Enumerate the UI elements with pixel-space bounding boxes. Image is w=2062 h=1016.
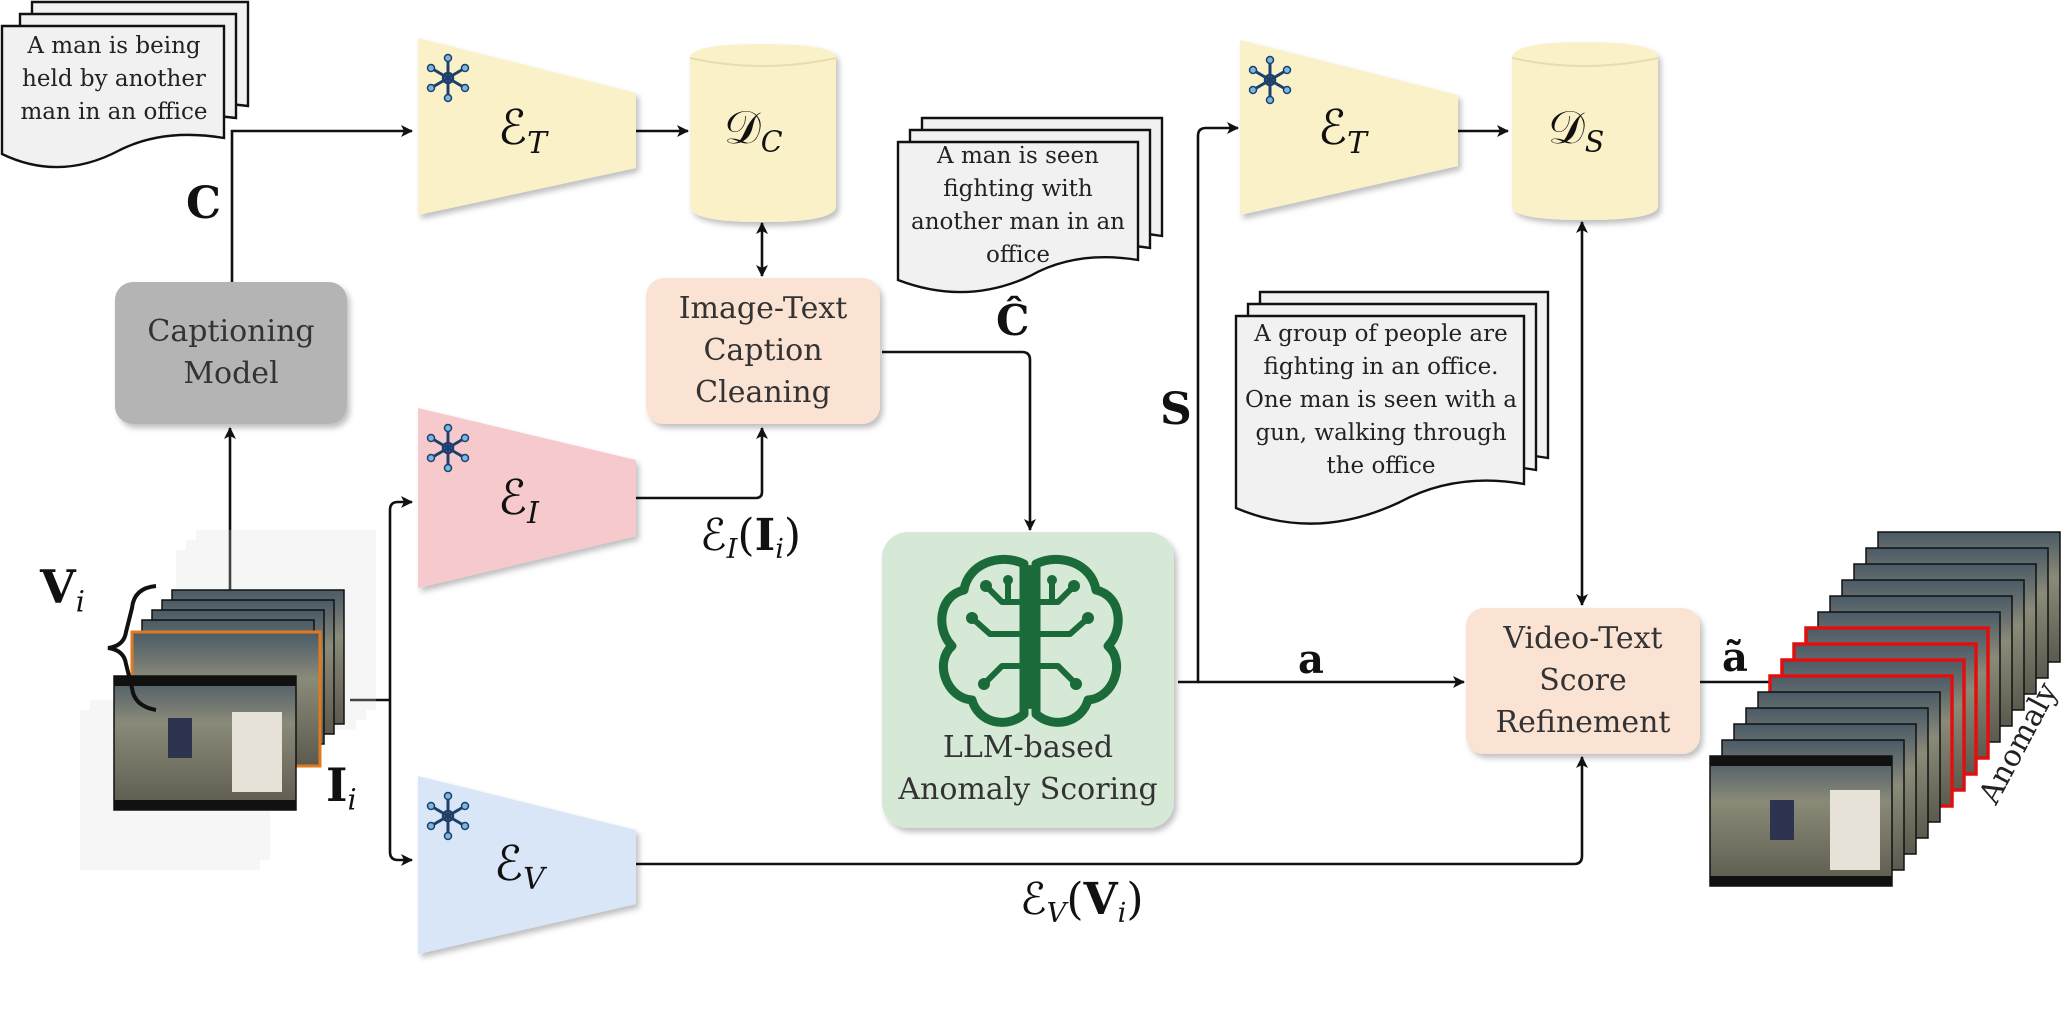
video-brace (107, 584, 157, 712)
text-encoder-label: ℰT (498, 100, 547, 161)
text-encoder-2-shape (1240, 40, 1458, 215)
captioning-box (115, 282, 347, 424)
cleaned-caption-doc (896, 116, 1164, 294)
score-refinement-label: Video-Text Score Refinement (1495, 621, 1671, 740)
arrow-caption-to-text-encoder (230, 125, 413, 282)
image-encoder-label: ℰI (498, 470, 539, 531)
db-s-label: 𝒟S (1548, 100, 1605, 159)
captions-symbol: C (186, 178, 222, 229)
summary-doc (1234, 290, 1550, 525)
frame-symbol: Ii (326, 758, 357, 817)
db-c-label: 𝒟C (724, 100, 783, 159)
video-embedding-label: ℰV(Vi) (1020, 874, 1144, 930)
refined-scores-symbol: ã (1722, 634, 1748, 681)
video-encoder-shape (418, 776, 636, 954)
input-frame-stack (80, 530, 376, 870)
arrow-to-image-encoder (388, 496, 413, 511)
cleaned-captions-symbol: Ĉ (996, 296, 1030, 345)
connectors (224, 122, 1795, 866)
video-clip-symbol: Vi (40, 560, 85, 619)
arrow-llm-to-text-encoder-2 (1178, 122, 1239, 684)
image-encoder-shape (418, 408, 636, 588)
text-encoder-shape (418, 38, 636, 215)
caption-cleaning-label: Image-Text Caption Cleaning (678, 291, 848, 410)
arrow-cleaning-to-llm (882, 350, 1036, 531)
summary-text: A group of people are fighting in an off… (1245, 321, 1517, 479)
input-caption-doc (0, 0, 250, 169)
scores-symbol: a (1298, 636, 1324, 683)
database-s (1511, 42, 1659, 220)
text-encoder-2-label: ℰT (1318, 100, 1367, 161)
input-caption-text: A man is being held by another man in an… (20, 33, 208, 125)
arrow-image-encoder-to-cleaning (636, 427, 768, 500)
brain-icon (937, 554, 1123, 727)
output-frame-stack (1709, 531, 2061, 887)
video-encoder-label: ℰV (494, 836, 545, 897)
cleaned-caption-text: A man is seen fighting with another man … (911, 143, 1125, 268)
image-embedding-label: ℰI(Ii) (700, 510, 802, 566)
database-c (689, 44, 837, 222)
arrow-video-encoder-to-refinement (636, 756, 1588, 866)
captioning-model-label: Captioning Model (147, 314, 315, 391)
arrow-to-video-encoder (388, 510, 413, 866)
cleaning-box (646, 278, 880, 424)
refinement-box (1466, 608, 1700, 754)
summary-symbol: S (1160, 384, 1192, 435)
llm-scoring-label: LLM-based Anomaly Scoring (898, 730, 1158, 807)
